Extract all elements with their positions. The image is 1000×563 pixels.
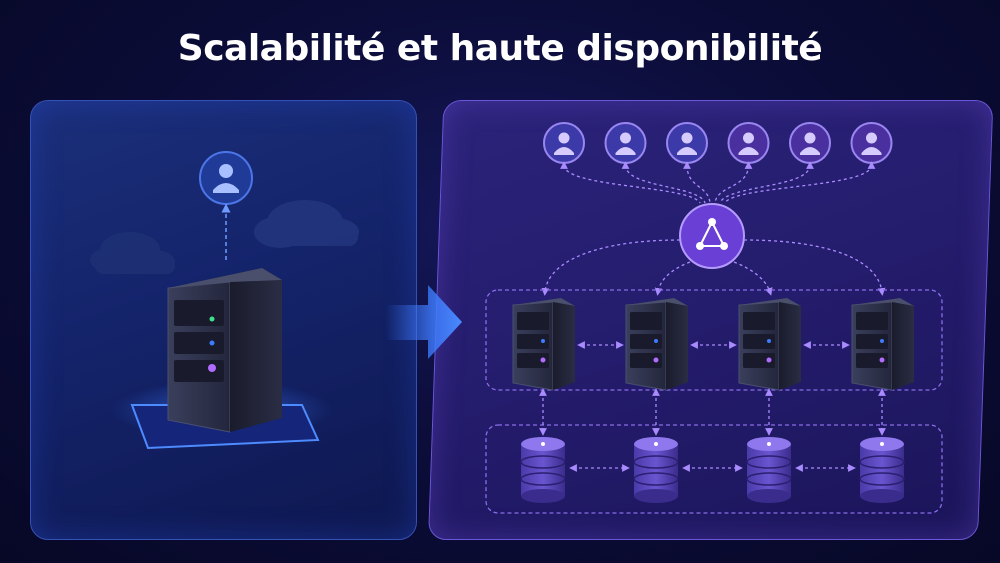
connection-line bbox=[719, 161, 814, 204]
database-icon bbox=[633, 437, 679, 503]
arrow-right-icon bbox=[385, 285, 462, 359]
cloud-icon bbox=[254, 200, 359, 248]
connection-line bbox=[621, 161, 706, 204]
server-tower-icon bbox=[851, 298, 914, 391]
server-tower-icon bbox=[512, 298, 575, 391]
server-tower-icon bbox=[167, 268, 282, 433]
user-icon bbox=[543, 122, 585, 164]
user-icon bbox=[199, 151, 253, 205]
connection-line bbox=[560, 161, 701, 204]
connection-line bbox=[724, 161, 876, 204]
page-title: Scalabilité et haute disponibilité bbox=[177, 28, 823, 69]
user-icon bbox=[604, 122, 647, 164]
connection-line bbox=[541, 239, 886, 296]
user-icon bbox=[789, 122, 831, 164]
database-icon bbox=[859, 437, 905, 503]
user-icon bbox=[850, 122, 893, 164]
load-balancer-icon bbox=[679, 203, 745, 269]
connection-line bbox=[714, 161, 753, 204]
database-cluster-group bbox=[485, 424, 943, 514]
user-icon bbox=[666, 122, 708, 164]
database-icon bbox=[746, 437, 792, 503]
database-icon bbox=[520, 437, 566, 503]
connection-line bbox=[683, 161, 711, 204]
server-tower-icon bbox=[625, 298, 688, 391]
server-tower-icon bbox=[738, 298, 801, 391]
user-icon bbox=[727, 122, 770, 164]
cloud-icon bbox=[90, 232, 175, 274]
